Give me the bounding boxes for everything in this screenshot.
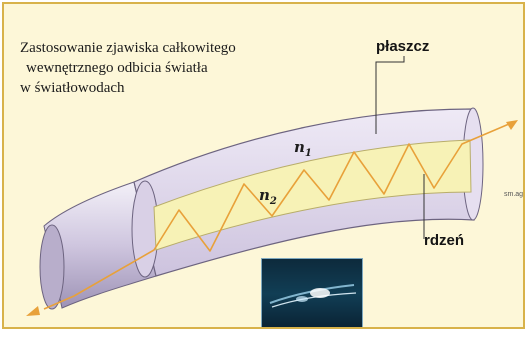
fiber-photo-inset [261, 258, 363, 329]
small-caption: sm.ag [504, 191, 523, 198]
cladding-label: płaszcz [376, 38, 429, 55]
cladding-front-edge [132, 181, 158, 277]
core-label: rdzeń [424, 232, 464, 249]
fiber-photo-image [262, 259, 362, 329]
ray-arrow-left [26, 306, 40, 316]
diagram-frame: Zastosowanie zjawiska całkowitego wewnęt… [2, 2, 525, 329]
fiber-end-face [40, 225, 64, 309]
